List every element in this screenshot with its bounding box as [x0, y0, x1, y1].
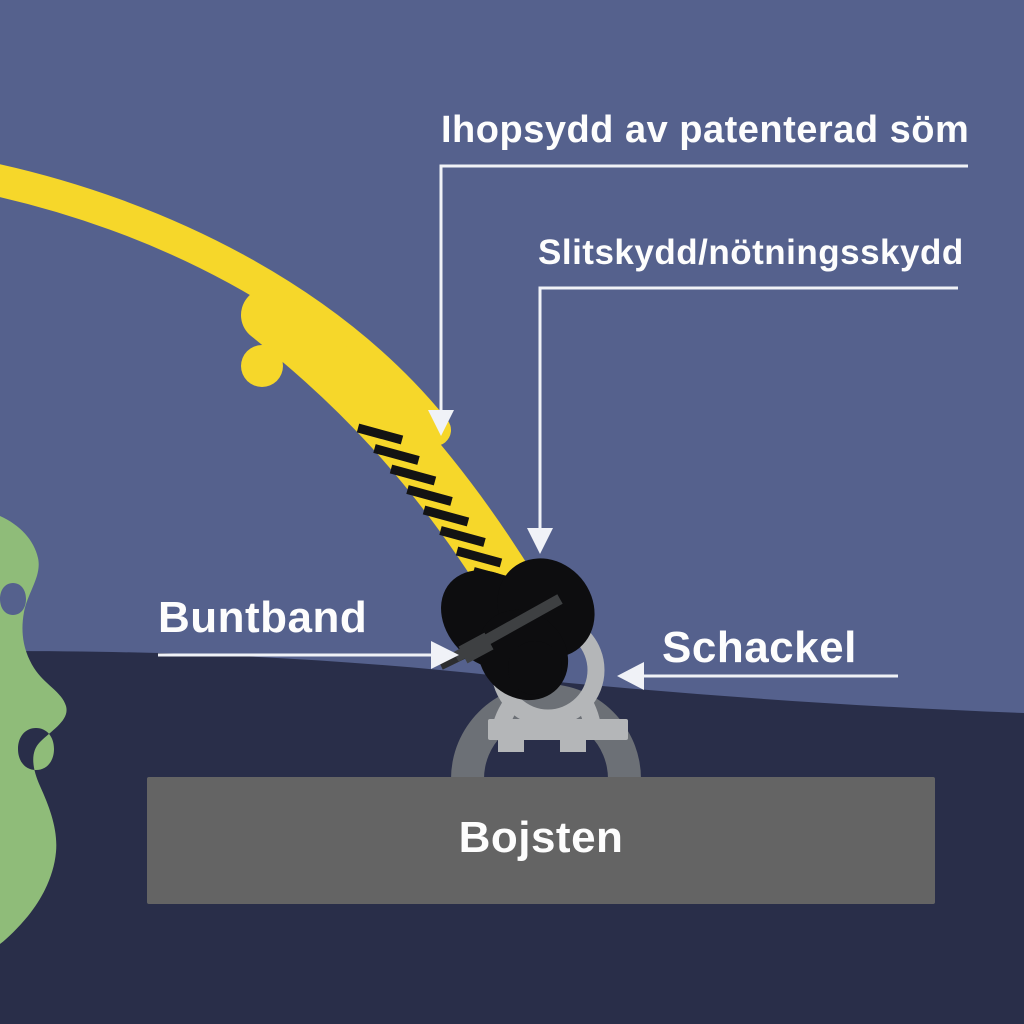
wear-annotation-line: [538, 286, 958, 528]
stitch-mark: [422, 505, 470, 527]
shackle-pin-lug: [498, 740, 524, 752]
seaweed: [0, 516, 67, 944]
annotation-arrowheads: [428, 410, 644, 690]
buoy-stone: [147, 777, 935, 904]
stitch-mark: [439, 526, 486, 547]
arrow-down-icon: [527, 528, 553, 554]
arrow-left-icon: [617, 662, 644, 690]
rope-splice-knob: [241, 345, 283, 387]
arrow-down-icon: [428, 410, 454, 436]
sleeve-lobe: [508, 641, 562, 695]
label-buoy-stone: Bojsten: [458, 813, 624, 862]
label-shackle: Schackel: [662, 623, 857, 672]
annotations: [158, 164, 968, 678]
label-wear-protection: Slitskydd/nötningsskydd: [538, 233, 964, 272]
label-cable-tie: Buntband: [158, 593, 368, 642]
stitch-mark: [406, 485, 453, 506]
stitch-mark: [455, 546, 503, 568]
label-patented-seam: Ihopsydd av patenterad söm: [441, 109, 970, 151]
shackle-pin-lug: [560, 740, 586, 752]
cable-tie: [439, 594, 563, 670]
shackle: [488, 613, 628, 752]
stitch-mark: [373, 444, 420, 465]
seam-annotation-line: [439, 164, 968, 410]
shackle-pin: [488, 719, 628, 740]
stitch-mark: [356, 423, 404, 445]
stitch-mark: [389, 464, 437, 486]
arrow-right-icon: [431, 641, 459, 669]
cable-tie-head: [458, 632, 494, 664]
rope-thin-section: [0, 164, 451, 446]
